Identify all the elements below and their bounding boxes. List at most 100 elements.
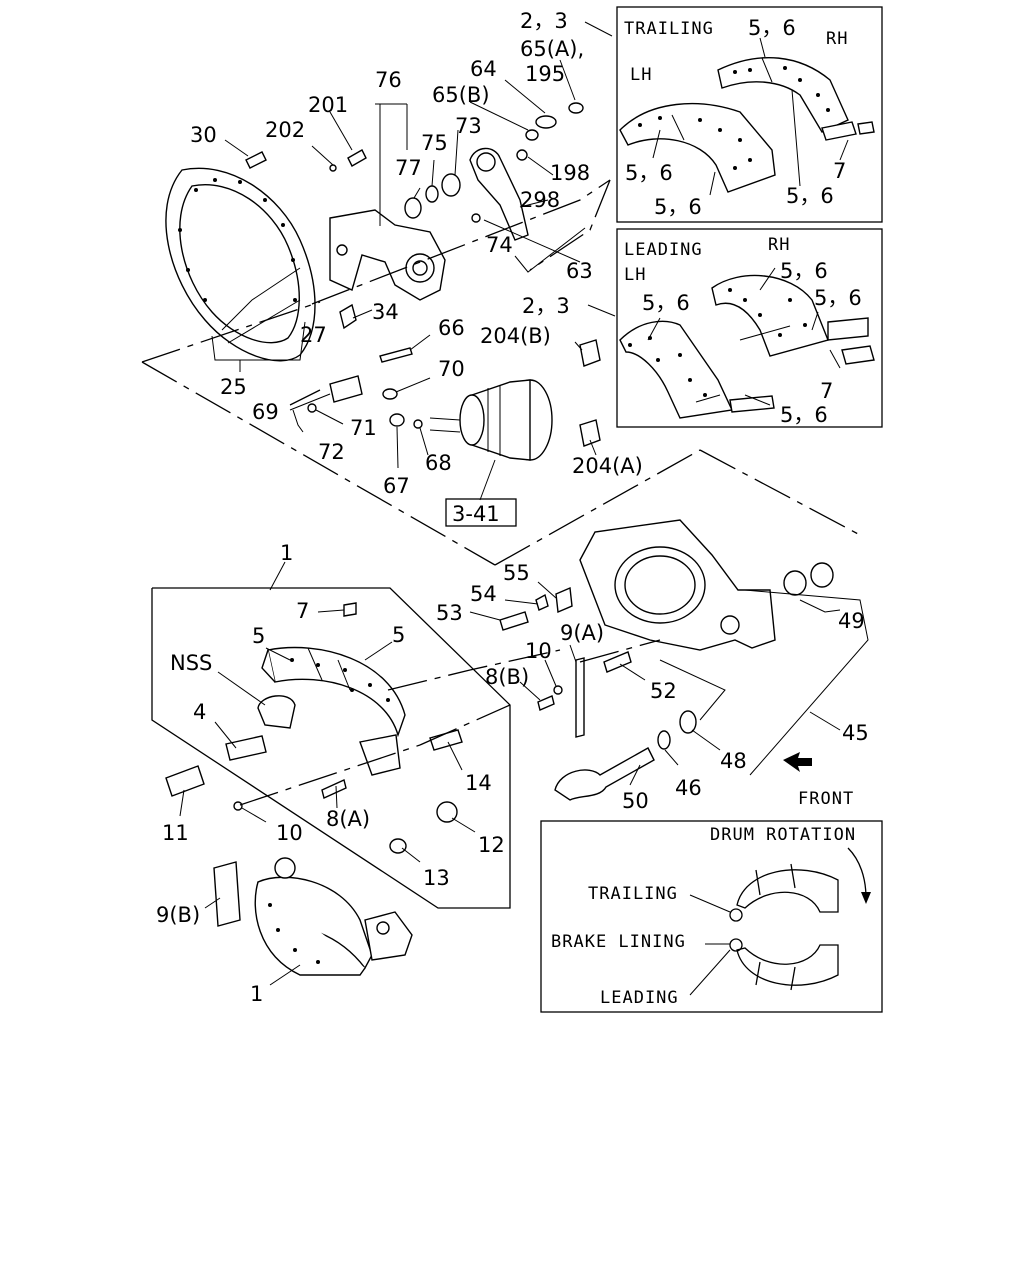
- bushing-77: [404, 197, 422, 219]
- callout-201: 201: [308, 93, 348, 117]
- seal-48: [679, 710, 697, 734]
- callout-45: 45: [842, 721, 869, 745]
- callout-70: 70: [438, 357, 465, 381]
- bushing-49-b: [810, 562, 834, 588]
- callout-298: 298: [520, 188, 560, 212]
- brake-lining-label: BRAKE LINING: [551, 932, 686, 952]
- callout-68: 68: [425, 451, 452, 475]
- leader-lines: [179, 21, 869, 986]
- callout-2-3-mid: 2，3: [522, 294, 570, 318]
- callout-53: 53: [436, 601, 463, 625]
- callout-55: 55: [503, 561, 530, 585]
- front-arrow-icon: [783, 752, 812, 772]
- camshaft: [554, 710, 697, 801]
- trailing-callout-5-6-left: 5，6: [625, 161, 673, 185]
- trailing-lining-label: TRAILING: [588, 884, 678, 904]
- callout-66: 66: [438, 316, 465, 340]
- clip-10-mid: [553, 685, 563, 695]
- callout-50: 50: [622, 789, 649, 813]
- ref-3-41-box: [445, 498, 517, 527]
- trailing-callout-7: 7: [833, 159, 846, 183]
- callout-65a: 65(A),: [520, 37, 584, 61]
- trailing-panel: TRAILING RH LH 5，6 5，6 5，6 5，6 7: [616, 6, 883, 223]
- pin-72: [292, 409, 304, 433]
- leading-rh-label: RH: [768, 235, 790, 255]
- drum-rotation-title: DRUM ROTATION: [710, 825, 856, 845]
- clip-10-low: [233, 801, 243, 811]
- callout-7-mid: 7: [296, 599, 309, 623]
- chamber-hardware: [292, 347, 423, 433]
- callout-65b: 65(B): [432, 83, 490, 107]
- pin-8a: [321, 779, 347, 799]
- callout-71: 71: [350, 416, 377, 440]
- cam-bracket: [245, 149, 461, 330]
- bolt-66: [379, 347, 413, 363]
- bracket-69: [329, 375, 363, 403]
- trailing-lh-label: LH: [630, 65, 652, 85]
- spring-9b: [213, 861, 241, 927]
- callout-63: 63: [566, 259, 593, 283]
- sensor-204a: [579, 419, 601, 447]
- rivet-7-mid: [343, 602, 357, 617]
- callout-64: 64: [470, 57, 497, 81]
- callout-8b: 8(B): [485, 665, 529, 689]
- leading-callout-5-6-right: 5，6: [814, 286, 862, 310]
- callout-77: 77: [395, 156, 422, 180]
- callout-9a: 9(A): [560, 621, 604, 645]
- callout-30: 30: [190, 123, 217, 147]
- trailing-callout-5-6-right: 5，6: [786, 184, 834, 208]
- callout-13: 13: [423, 866, 450, 890]
- callout-11: 11: [162, 821, 189, 845]
- callout-labels: 2，3 65(A), 195 64 65(B) 73 76 201 202 30…: [156, 9, 869, 1006]
- callout-198: 198: [550, 161, 590, 185]
- drum-rotation-panel: DRUM ROTATION TRAILING BRAKE LINING LEAD…: [540, 820, 883, 1013]
- cam-bore: [720, 615, 740, 635]
- trailing-callout-5-6-top: 5，6: [748, 16, 796, 40]
- callout-25: 25: [220, 375, 247, 399]
- trailing-callout-5-6-bottom: 5，6: [654, 195, 702, 219]
- callout-48: 48: [720, 749, 747, 773]
- callout-2-3-top: 2，3: [520, 9, 568, 33]
- slack-adjuster: [469, 102, 584, 241]
- callout-nss: NSS: [170, 651, 212, 675]
- leading-callout-5-6-lh: 5，6: [642, 291, 690, 315]
- bolt-30: [245, 151, 267, 169]
- callout-9b: 9(B): [156, 903, 200, 927]
- brake-chamber: [429, 339, 601, 461]
- callout-204a: 204(A): [572, 454, 643, 478]
- callout-75: 75: [421, 131, 448, 155]
- callout-3-41: 3-41: [452, 502, 500, 526]
- callout-54: 54: [470, 582, 497, 606]
- plate-55: [555, 586, 573, 614]
- callout-69: 69: [252, 400, 279, 424]
- clip-195: [568, 102, 584, 114]
- callout-5-left: 5: [252, 624, 265, 648]
- grease-fitting-34: [339, 303, 357, 330]
- callout-195: 195: [525, 62, 565, 86]
- callout-1-bottom: 1: [250, 982, 263, 1006]
- shoe-detail-outline: [151, 587, 511, 909]
- pin-74: [471, 213, 481, 223]
- callout-1-top: 1: [280, 541, 293, 565]
- leading-lining-label: LEADING: [600, 988, 679, 1008]
- seal-75: [425, 185, 439, 203]
- leading-lh-label: LH: [624, 265, 646, 285]
- bolt-201: [347, 149, 367, 167]
- shoe-assembly: [165, 602, 585, 927]
- washer-71: [307, 403, 317, 413]
- callout-10-mid: 10: [525, 639, 552, 663]
- trailing-rh-label: RH: [826, 29, 848, 49]
- nut-64: [535, 115, 557, 129]
- leading-callout-5-6-bottom: 5，6: [780, 403, 828, 427]
- callout-34: 34: [372, 300, 399, 324]
- callout-73: 73: [455, 114, 482, 138]
- leading-callout-7: 7: [820, 379, 833, 403]
- nut-67: [389, 413, 405, 427]
- callout-72: 72: [318, 440, 345, 464]
- callout-4: 4: [193, 700, 206, 724]
- callout-12: 12: [478, 833, 505, 857]
- callout-49: 49: [838, 609, 865, 633]
- anchor-pin-11: [165, 765, 205, 797]
- bolt-52: [603, 651, 632, 673]
- callout-67: 67: [383, 474, 410, 498]
